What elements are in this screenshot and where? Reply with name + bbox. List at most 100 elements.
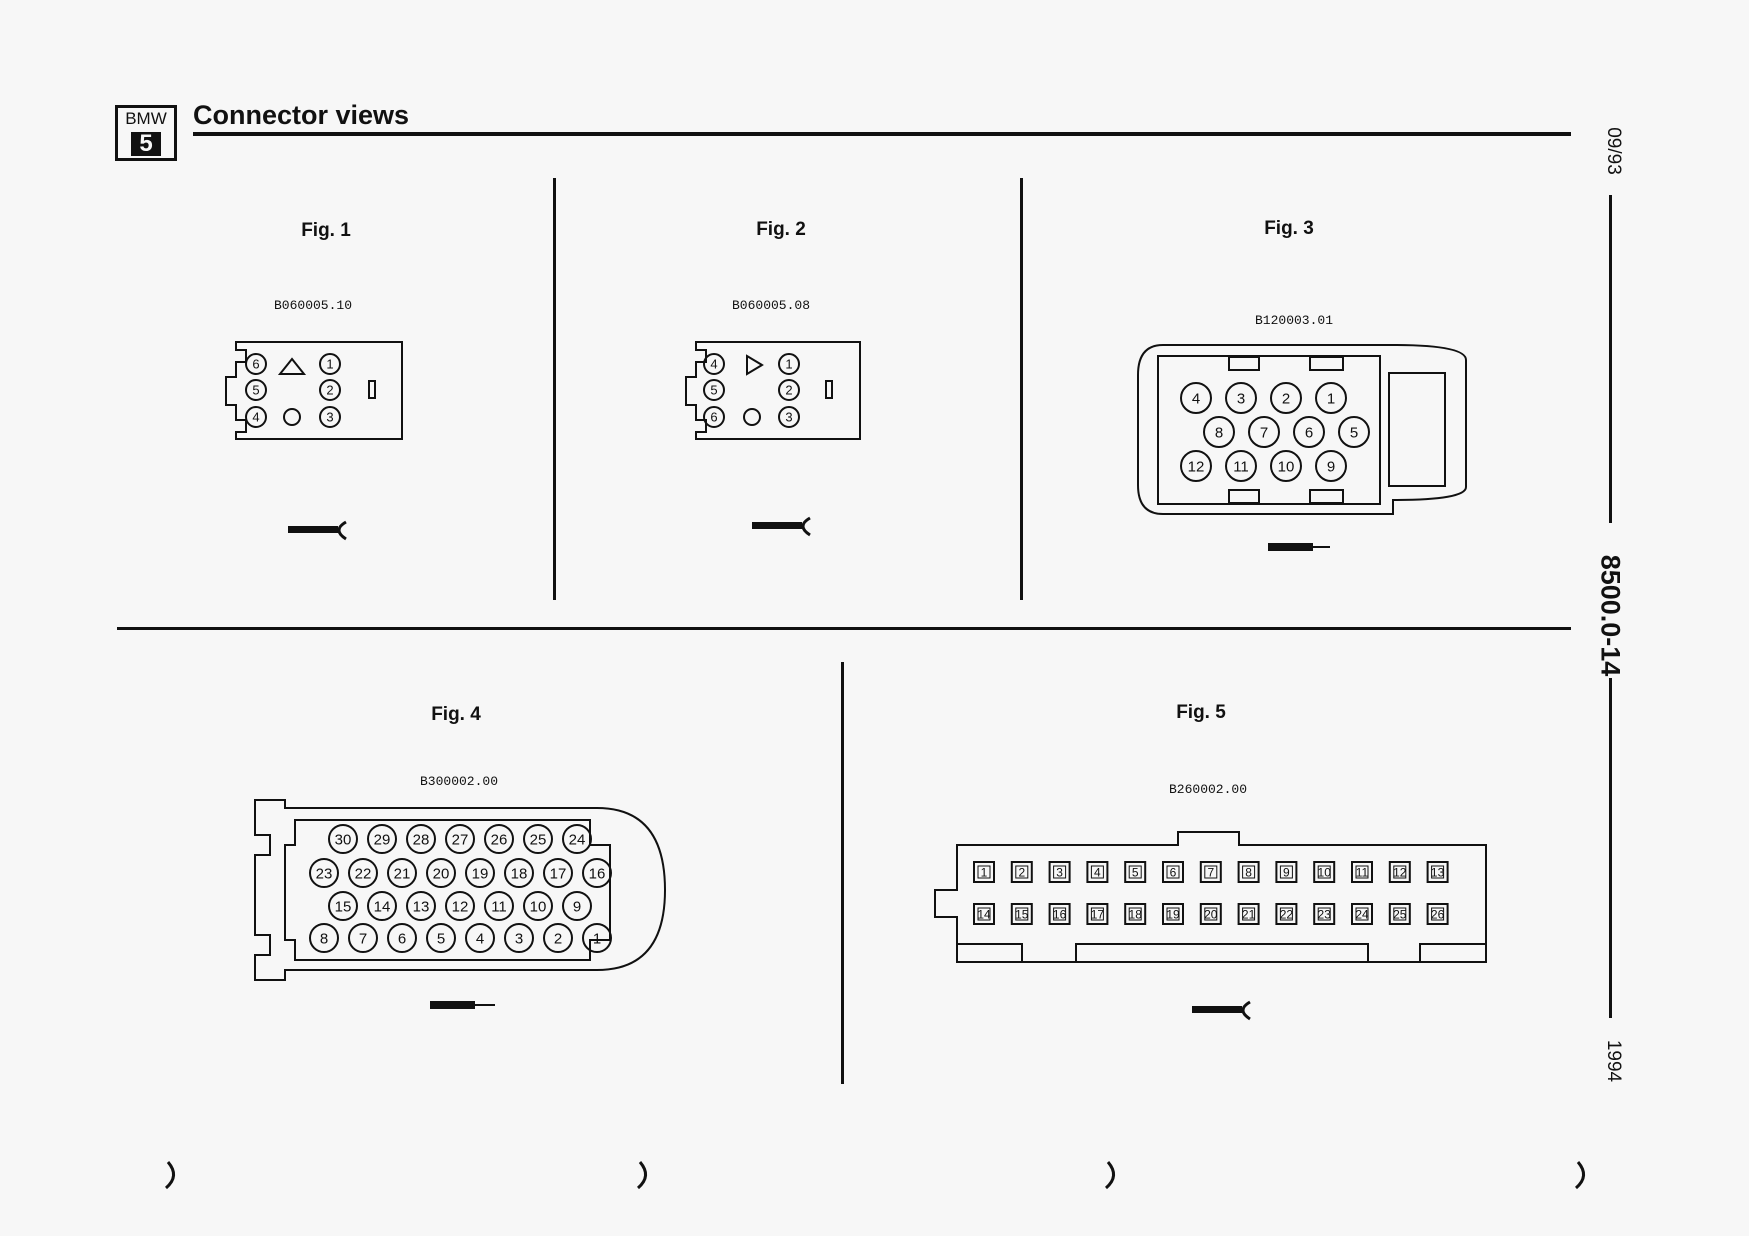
fig4-pin-label: 1 — [593, 930, 601, 947]
fig4-pin: 19 — [465, 858, 495, 888]
fig3-pin-label: 10 — [1278, 458, 1295, 475]
fig4-pin-label: 14 — [374, 898, 391, 915]
fig2-pin: 1 — [778, 353, 800, 375]
fig5-pin-label: 23 — [1318, 907, 1332, 921]
fig4-pin-label: 30 — [335, 831, 352, 848]
fig3-pin: 1 — [1315, 382, 1347, 414]
fig4-label: Fig. 4 — [431, 704, 481, 725]
fig3-clip-bottom-right — [1309, 489, 1344, 504]
fig5-pin-label: 4 — [1094, 865, 1101, 879]
fig2-tool-fork — [801, 516, 811, 537]
fig2-pin: 3 — [778, 406, 800, 428]
fig4-pin: 21 — [387, 858, 417, 888]
fig5-pin-label: 14 — [977, 907, 991, 921]
fig3-pin-label: 1 — [1327, 390, 1335, 407]
fig4-pin: 5 — [426, 923, 456, 953]
fig2-tool-icon — [752, 522, 802, 529]
fig5-pin-label: 6 — [1170, 865, 1177, 879]
fig1-pin-label: 4 — [252, 410, 259, 425]
fig4-pin: 22 — [348, 858, 378, 888]
fig2-pin: 4 — [703, 353, 725, 375]
fig4-pin: 25 — [523, 824, 553, 854]
fig3-code: B120003.01 — [1254, 313, 1333, 328]
fig4-pin-label: 6 — [398, 930, 406, 947]
fig4-pin-label: 21 — [394, 865, 411, 882]
fig4-pin: 9 — [562, 891, 592, 921]
fig2-pin-label: 4 — [710, 357, 717, 372]
fig3-clip-top-left — [1228, 356, 1260, 371]
fig5-pin: 4 — [1086, 861, 1109, 883]
fig5-pin: 6 — [1162, 861, 1184, 883]
fig5-pin-label: 10 — [1318, 865, 1332, 879]
fig1-tool-icon — [288, 526, 338, 533]
fig5-pin: 19 — [1162, 903, 1184, 925]
fig5-pin-label: 7 — [1207, 865, 1214, 879]
fig5-pin: 12 — [1388, 861, 1411, 883]
fig2-code: B060005.08 — [731, 298, 810, 313]
fig4-pin-label: 20 — [433, 865, 450, 882]
fig5-pin: 15 — [1010, 903, 1033, 925]
fig2-pin-label: 1 — [785, 357, 792, 372]
fig4-pin: 3 — [504, 923, 534, 953]
fig2-pin-label: 6 — [710, 410, 717, 425]
fig2-pin-label: 3 — [785, 410, 792, 425]
fig5-pin: 3 — [1048, 861, 1071, 883]
fig3-pin-label: 12 — [1188, 458, 1205, 475]
fig4-pin: 23 — [309, 858, 339, 888]
fig4-pin: 28 — [406, 824, 436, 854]
bmw-5-logo: BMW 5 — [115, 105, 177, 161]
fig4-pin-label: 9 — [573, 898, 581, 915]
fig4-pin-label: 4 — [476, 930, 484, 947]
fig3-pin: 4 — [1180, 382, 1212, 414]
fig3-pin: 9 — [1315, 450, 1347, 482]
fig5-pin-label: 18 — [1129, 907, 1143, 921]
fig3-pin: 8 — [1203, 416, 1235, 448]
fig5-housing — [934, 831, 1487, 963]
fig5-pin: 1 — [973, 861, 995, 883]
fig2-pin-label: 2 — [785, 383, 792, 398]
fig5-pin-label: 16 — [1053, 907, 1067, 921]
fig4-pin-label: 12 — [452, 898, 469, 915]
fig3-pin: 7 — [1248, 416, 1280, 448]
fig5-pin-label: 22 — [1280, 907, 1294, 921]
fig4-pin-label: 22 — [355, 865, 372, 882]
side-rule-top — [1609, 195, 1612, 523]
fig1-pin: 5 — [245, 379, 267, 401]
fig1-pin: 4 — [245, 406, 267, 428]
divider-fig1-fig2 — [553, 178, 556, 600]
fig5-pin: 26 — [1426, 903, 1449, 925]
fig3-pin: 3 — [1225, 382, 1257, 414]
fig4-pin-label: 23 — [316, 865, 333, 882]
fig5-pin: 20 — [1199, 903, 1222, 925]
binding-mark-4 — [1574, 1161, 1585, 1190]
fig5-pin-label: 1 — [981, 865, 988, 879]
fig4-pin-label: 18 — [511, 865, 528, 882]
fig3-pin: 2 — [1270, 382, 1302, 414]
fig5-pin-label: 3 — [1056, 865, 1063, 879]
fig4-pin-label: 11 — [491, 898, 507, 915]
fig2-label: Fig. 2 — [756, 219, 806, 240]
fig4-housing — [254, 799, 667, 981]
divider-fig2-fig3 — [1020, 178, 1023, 600]
fig3-keyway — [1388, 372, 1446, 487]
fig4-pin-label: 28 — [413, 831, 430, 848]
fig4-pin-label: 26 — [491, 831, 508, 848]
fig3-clip-bottom-left — [1228, 489, 1260, 504]
fig4-pin: 10 — [523, 891, 553, 921]
fig5-pin: 18 — [1124, 903, 1147, 925]
fig1-pin: 1 — [319, 353, 341, 375]
fig4-pin-label: 2 — [554, 930, 562, 947]
fig4-tool-icon — [430, 1001, 475, 1009]
fig5-pin-label: 13 — [1431, 865, 1445, 879]
fig5-pin-label: 24 — [1355, 907, 1369, 921]
fig1-pin-label: 3 — [326, 410, 333, 425]
fig5-pin: 23 — [1313, 903, 1336, 925]
fig4-pin: 2 — [543, 923, 573, 953]
binding-mark-2 — [636, 1161, 647, 1190]
row-divider — [117, 627, 1571, 630]
fig1-latch — [368, 380, 376, 399]
fig4-pin: 12 — [445, 891, 475, 921]
fig4-pin: 7 — [348, 923, 378, 953]
fig5-label: Fig. 5 — [1176, 702, 1226, 723]
logo-series: 5 — [131, 132, 161, 156]
